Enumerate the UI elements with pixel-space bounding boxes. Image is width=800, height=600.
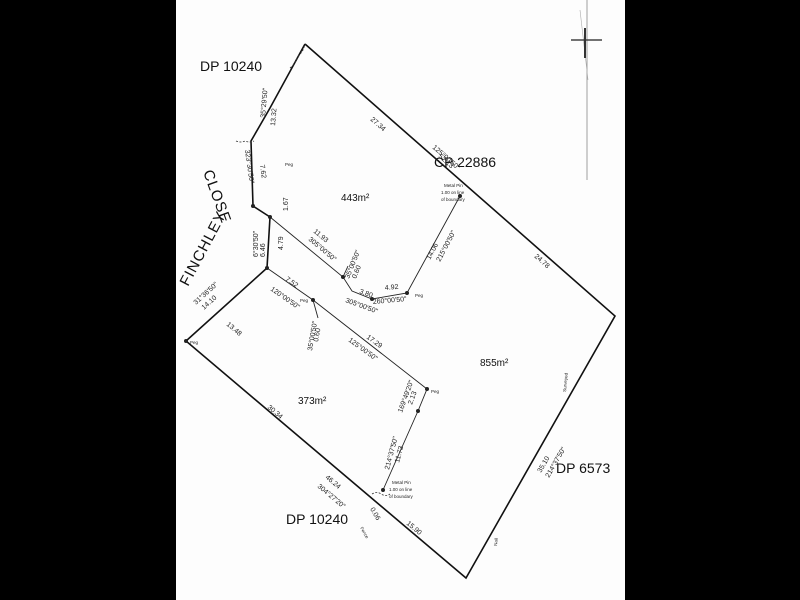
svg-text:6.46: 6.46	[260, 243, 267, 257]
area-lot-right: 855m²	[480, 358, 509, 369]
svg-text:13.32: 13.32	[270, 108, 279, 126]
label-dp-top: DP 10240	[200, 58, 262, 74]
svg-text:260°00'50": 260°00'50"	[372, 295, 407, 306]
svg-text:Peg: Peg	[431, 389, 440, 394]
svg-text:4.92: 4.92	[385, 284, 399, 292]
label-cp: CP 22886	[434, 154, 496, 170]
street-finchley: FINCHLEY	[177, 208, 231, 289]
svg-text:2.13: 2.13	[407, 390, 418, 405]
svg-text:7.62: 7.62	[258, 164, 267, 179]
svg-text:Peg: Peg	[415, 293, 424, 298]
svg-text:of boundary: of boundary	[389, 494, 414, 499]
svg-text:Fence: Fence	[359, 526, 370, 540]
svg-text:7.52: 7.52	[284, 276, 299, 290]
svg-text:304°27'20": 304°27'20"	[316, 482, 347, 510]
svg-text:4.79: 4.79	[278, 236, 285, 250]
svg-text:Metal Pin: Metal Pin	[392, 480, 411, 485]
svg-text:Peg: Peg	[285, 162, 294, 167]
area-lot-top: 443m²	[341, 193, 370, 204]
internal-boundaries	[266, 195, 461, 491]
label-dp-right: DP 6573	[556, 460, 610, 476]
svg-text:Nail: Nail	[493, 538, 499, 546]
svg-text:30.34: 30.34	[266, 404, 284, 421]
svg-text:24.78: 24.78	[533, 253, 551, 270]
svg-text:1.00 on line: 1.00 on line	[389, 487, 413, 492]
north-arrow-icon	[571, 0, 602, 180]
dimension-labels: 27.34 125°00'50" 52.13 24.78 35.10 214°3…	[192, 87, 568, 537]
svg-text:1.00 on line: 1.00 on line	[441, 190, 465, 195]
svg-text:Peg: Peg	[300, 298, 309, 303]
svg-text:0.60: 0.60	[351, 264, 363, 279]
svg-text:35°29'50": 35°29'50"	[259, 87, 270, 118]
svg-text:11.73: 11.73	[394, 445, 405, 463]
svg-text:1.67: 1.67	[283, 197, 290, 211]
svg-text:0.06: 0.06	[368, 507, 381, 522]
outer-boundary	[184, 43, 617, 580]
svg-text:Metal Pin: Metal Pin	[444, 183, 463, 188]
svg-text:3.80: 3.80	[358, 288, 373, 299]
note-labels: Metal Pin 1.00 on line of boundary Metal…	[190, 162, 569, 546]
fence-marks	[235, 43, 391, 496]
svg-text:Surveyed: Surveyed	[562, 372, 569, 392]
svg-text:0.60: 0.60	[313, 328, 322, 343]
svg-text:13.48: 13.48	[225, 321, 243, 338]
peg-markers	[184, 194, 462, 492]
svg-text:323°30'50": 323°30'50"	[243, 149, 256, 184]
svg-text:of boundary: of boundary	[441, 197, 466, 202]
plan-sheet	[176, 0, 625, 600]
svg-text:27.34: 27.34	[369, 116, 387, 133]
label-dp-bottom: DP 10240	[286, 511, 348, 527]
svg-text:6°30'50": 6°30'50"	[252, 230, 260, 257]
svg-text:Peg: Peg	[190, 340, 199, 345]
area-lot-left: 373m²	[298, 396, 327, 407]
